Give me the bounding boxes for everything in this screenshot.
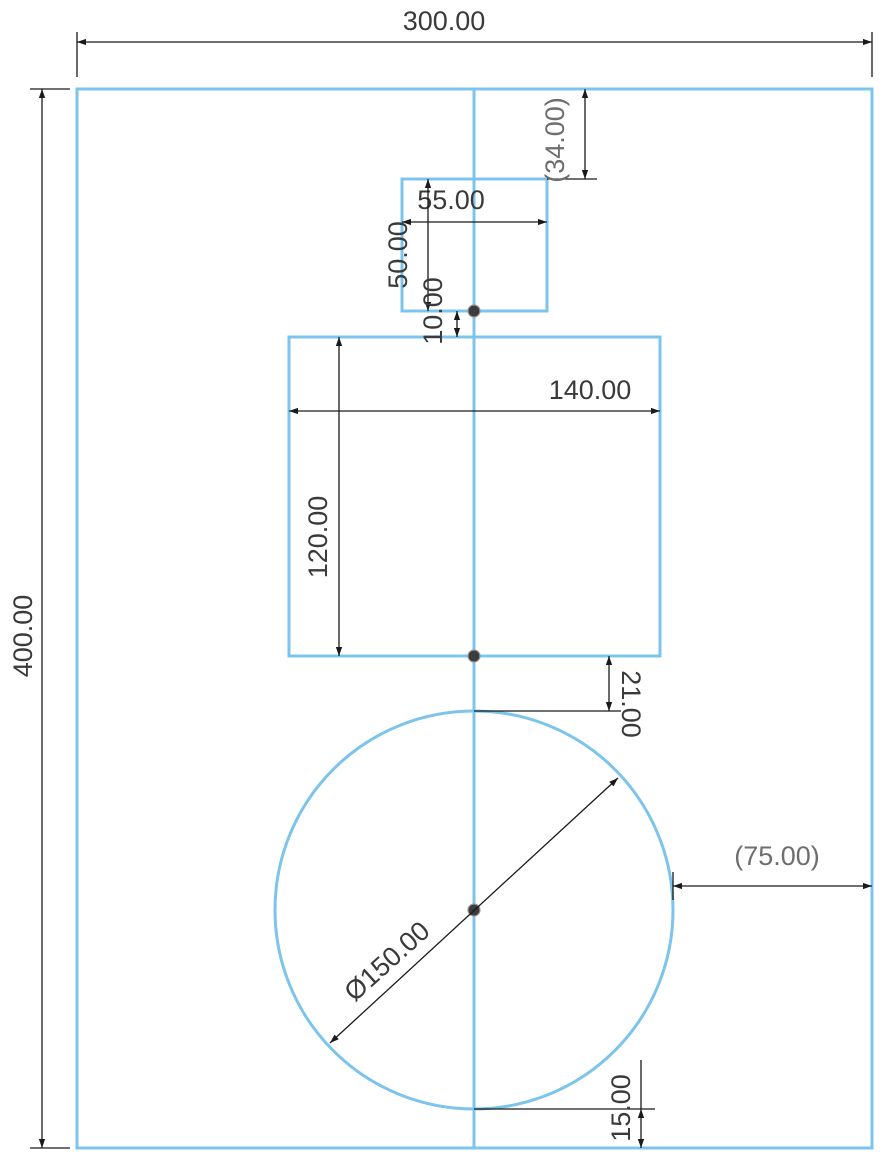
point-large-rect-bottom[interactable] — [467, 649, 481, 663]
dim-text-overall-width: 300.00 — [403, 6, 486, 36]
dim-large-rect-height[interactable]: 120.00 — [303, 337, 343, 656]
dim-text-small-rect-width: 55.00 — [417, 185, 485, 215]
point-small-rect-bottom[interactable] — [467, 304, 481, 318]
dim-text-bottom-offset: 15.00 — [606, 1074, 636, 1142]
dim-text-gap-between-rects: 10.00 — [418, 277, 448, 345]
dim-text-overall-height: 400.00 — [8, 595, 38, 678]
dim-text-gap-to-circle: 21.00 — [616, 670, 646, 738]
dim-overall-width[interactable]: 300.00 — [76, 6, 873, 77]
dim-text-top-offset: (34.00) — [540, 97, 570, 183]
dim-large-rect-width[interactable]: 140.00 — [289, 375, 660, 415]
dim-text-circle-to-right-edge: (75.00) — [734, 841, 820, 871]
dim-top-offset[interactable]: (34.00) — [540, 89, 597, 183]
dim-text-circle-diameter: Ø150.00 — [338, 916, 435, 1008]
dim-text-large-rect-width: 140.00 — [549, 375, 632, 405]
dim-text-small-rect-height: 50.00 — [383, 221, 413, 289]
sketch-geometry — [75, 87, 874, 1150]
dim-gap-to-circle[interactable]: 21.00 — [474, 656, 646, 738]
dim-bottom-offset[interactable]: 15.00 — [474, 1060, 655, 1148]
dim-gap-between-rects[interactable]: 10.00 — [418, 277, 461, 345]
dim-text-large-rect-height: 120.00 — [303, 496, 333, 579]
dim-overall-height[interactable]: 400.00 — [8, 88, 70, 1149]
dim-small-rect-height[interactable]: 50.00 — [383, 179, 432, 311]
dim-circle-to-right-edge[interactable]: (75.00) — [672, 841, 872, 900]
